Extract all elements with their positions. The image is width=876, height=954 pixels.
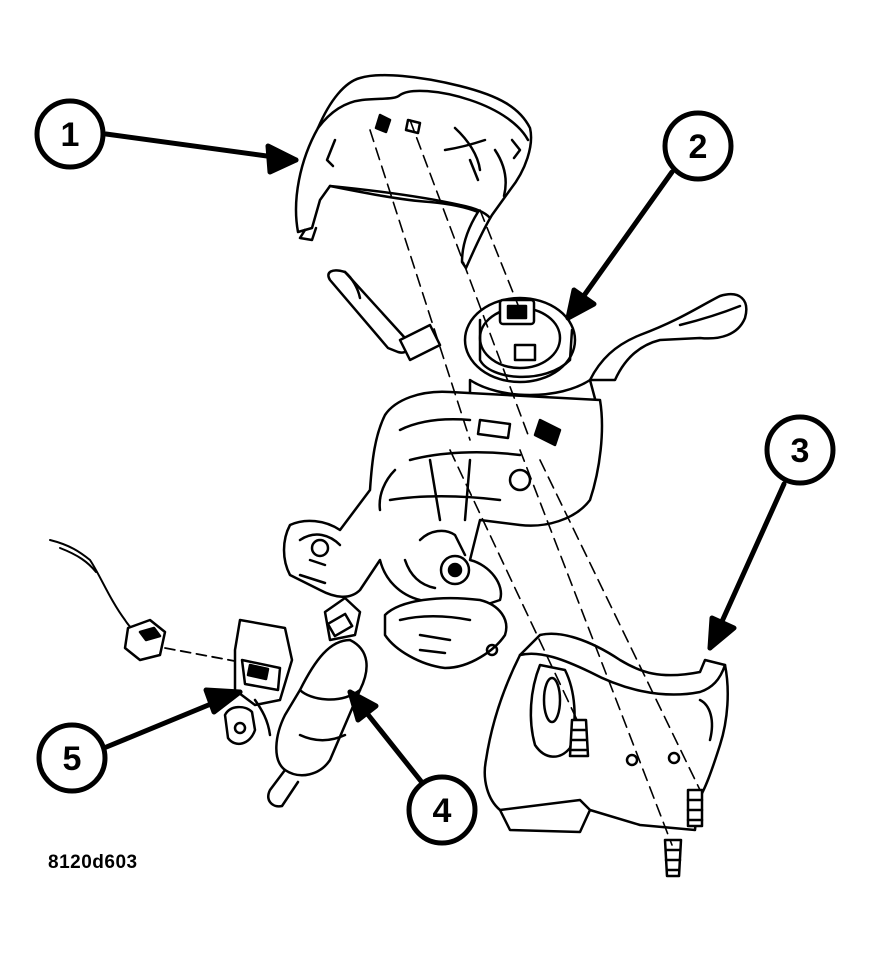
tilt-bracket (383, 596, 508, 670)
multifunction-switch-stalk (327, 269, 442, 362)
callout-4-label: 4 (433, 792, 452, 830)
lower-shroud (483, 632, 729, 834)
callout-5-label: 5 (63, 740, 82, 778)
callout-3: 3 (764, 414, 836, 486)
screws (568, 718, 704, 878)
callout-1-label: 1 (61, 116, 80, 154)
callout-5: 5 (36, 722, 108, 794)
wiring-harness-connector (49, 539, 241, 663)
callout-4: 4 (406, 774, 478, 846)
wiper-switch-stalk (588, 293, 748, 382)
callout-1: 1 (34, 98, 106, 170)
steering-column-body (282, 390, 604, 612)
figure-code: 8120d603 (48, 852, 138, 873)
callout-3-label: 3 (791, 432, 810, 470)
upper-shroud (294, 73, 533, 270)
alignment-lines (369, 119, 701, 846)
ignition-switch (223, 618, 294, 746)
callout-arrows (101, 131, 787, 793)
callout-2: 2 (662, 110, 734, 182)
lower-column-shaft (267, 596, 368, 808)
callout-2-label: 2 (689, 128, 708, 166)
